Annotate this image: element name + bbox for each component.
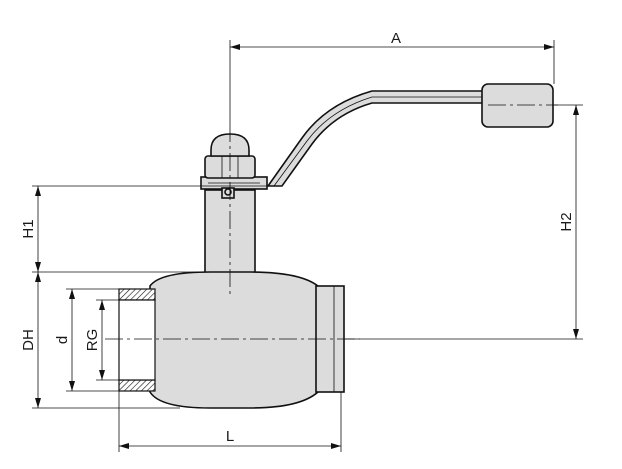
label-l: L: [226, 428, 234, 445]
handle-lever: [266, 90, 485, 187]
label-h1: H1: [20, 219, 37, 238]
label-dh: DH: [20, 329, 37, 351]
label-d: d: [54, 336, 71, 344]
label-rg: RG: [84, 329, 101, 352]
dim-line-h2: [573, 105, 579, 339]
label-h2: H2: [558, 212, 575, 231]
handle-grip: [481, 83, 554, 128]
dim-line-dh: [35, 272, 41, 408]
valve-stem: [204, 189, 256, 275]
label-a: A: [391, 30, 401, 47]
dim-line-a: [230, 44, 554, 50]
dim-line-h1: [35, 186, 41, 272]
dim-line-l: [119, 443, 341, 449]
left-threaded-end: [118, 288, 156, 392]
extension-lines: [32, 40, 583, 452]
dim-line-rg: [99, 300, 105, 380]
dim-line-d: [69, 289, 75, 391]
valve-body: [149, 271, 319, 409]
